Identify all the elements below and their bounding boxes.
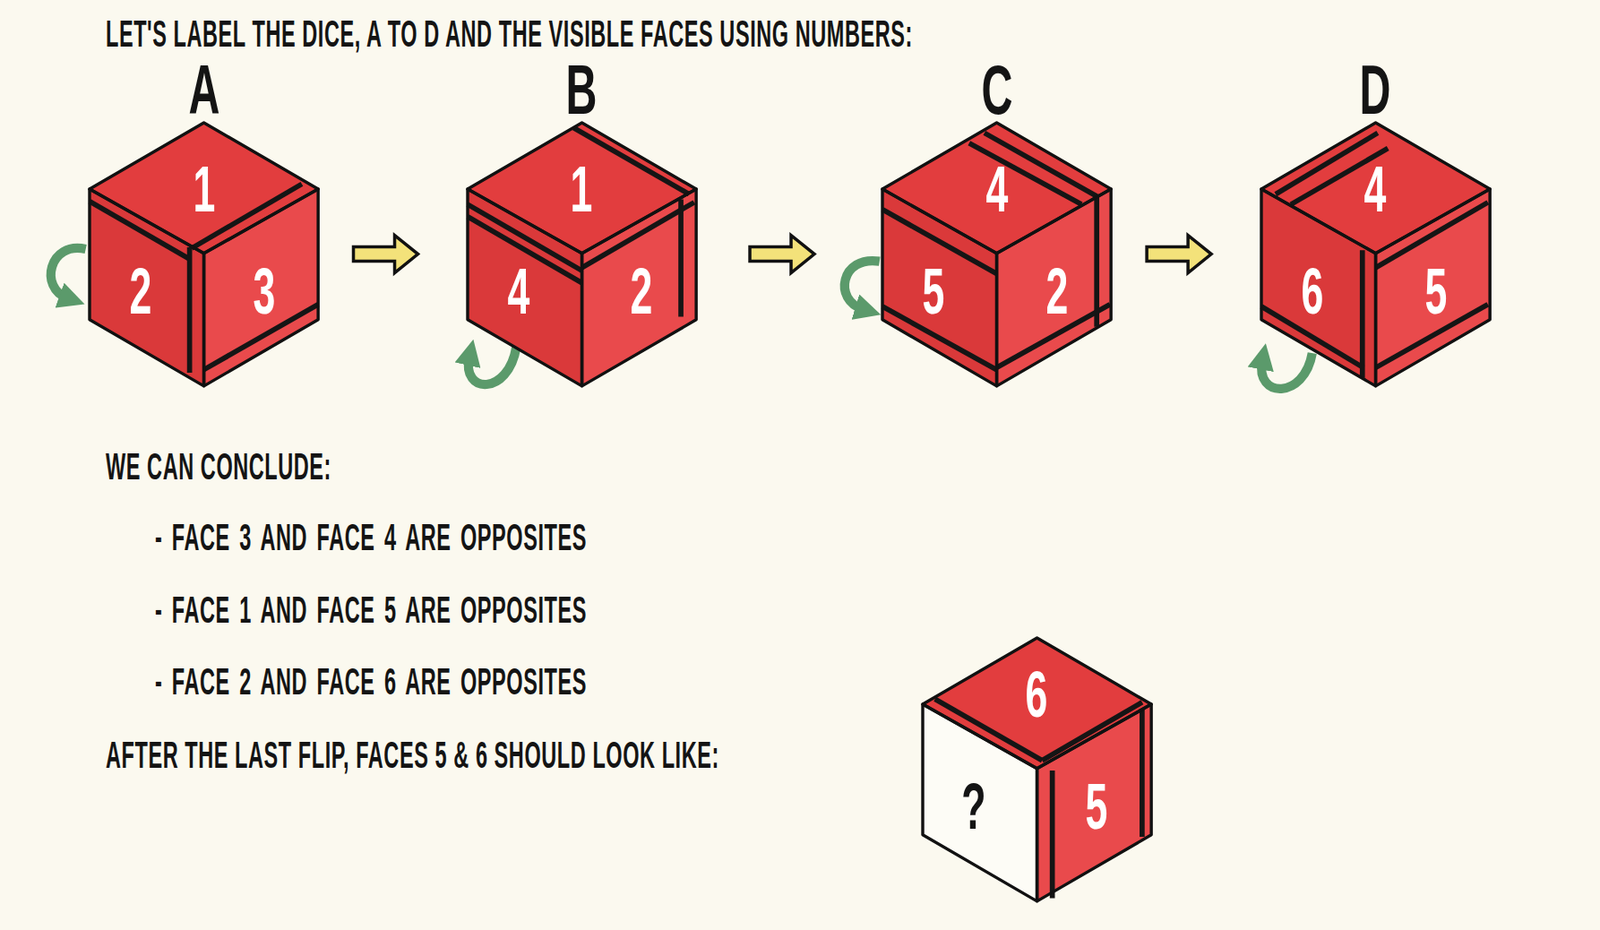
bullet-text: - FACE 1 AND FACE 5 ARE OPPOSITES <box>154 591 587 629</box>
face-number: 1 <box>570 156 594 222</box>
cube-edge <box>89 122 319 254</box>
cube-face <box>204 189 319 387</box>
rotation-arrow <box>1261 352 1313 389</box>
cube-face <box>581 189 697 387</box>
tape-stripe <box>187 247 193 373</box>
flip-arrow <box>353 235 419 274</box>
tape-stripe <box>1041 702 1143 761</box>
die-cube: C 45 2 <box>882 51 1111 387</box>
face-number: 4 <box>507 258 530 324</box>
flip-arrow <box>749 235 815 274</box>
cube-edge <box>89 189 205 387</box>
die-letter: D <box>1359 54 1392 125</box>
cube-edge <box>882 189 998 387</box>
face-number: 4 <box>1364 156 1387 222</box>
face-number: 5 <box>1085 774 1109 839</box>
rotation-arrow <box>468 346 517 385</box>
tape-stripe <box>1094 193 1101 327</box>
face-number: ? <box>961 774 986 839</box>
face-number: 6 <box>1025 662 1049 727</box>
cube-edge <box>997 189 1112 387</box>
bullet-text: - FACE 3 AND FACE 4 ARE OPPOSITES <box>154 518 587 557</box>
face-number: 2 <box>1046 258 1069 324</box>
cube-face <box>1375 189 1490 387</box>
tape-stripe <box>1139 709 1145 837</box>
face-number: 3 <box>253 258 276 324</box>
cube-face <box>89 189 205 387</box>
cube-face <box>882 189 998 387</box>
die-cube: A 12 3 <box>89 51 319 387</box>
cube-edge <box>1261 189 1377 387</box>
tape-stripe <box>678 198 684 317</box>
face-number: 2 <box>630 258 654 324</box>
cube-edge <box>467 189 583 387</box>
cube-edge <box>922 704 1038 902</box>
tape-stripe <box>1049 770 1055 898</box>
rotation-arrow <box>51 248 87 299</box>
cube-edge <box>922 637 1152 769</box>
tape-stripe <box>581 201 694 267</box>
tape-stripe <box>1375 201 1488 267</box>
tape-stripe <box>1359 249 1366 378</box>
die-cube: D 46 5 <box>1261 51 1490 387</box>
flip-arrow <box>1146 235 1212 274</box>
cube-edge <box>882 122 1111 254</box>
die-letter: C <box>980 54 1013 125</box>
die-letter: A <box>188 54 220 125</box>
cube-face <box>1036 704 1152 902</box>
face-number: 6 <box>1300 258 1324 324</box>
cube-face <box>922 704 1038 902</box>
title-text: LET'S LABEL THE DICE, A TO D AND THE VIS… <box>105 15 913 53</box>
face-number: 5 <box>1424 258 1447 324</box>
cube-face <box>467 189 583 387</box>
rotation-arrow <box>844 260 880 310</box>
note-text: WE CAN CONCLUDE: <box>105 447 332 486</box>
tape-stripe <box>89 200 189 259</box>
cube-edge <box>467 122 697 254</box>
die-cube: 6? 5 <box>922 637 1152 902</box>
die-letter: B <box>566 54 598 125</box>
cube-edge <box>1261 122 1490 254</box>
cube-edge <box>1036 704 1152 902</box>
face-number: 4 <box>985 156 1008 222</box>
cube-face <box>997 189 1112 387</box>
note-text: AFTER THE LAST FLIP, FACES 5 & 6 SHOULD … <box>105 736 720 775</box>
face-number: 1 <box>192 156 216 222</box>
cube-edge <box>1375 189 1490 387</box>
die-cube: B 14 2 <box>467 51 697 387</box>
face-number: 2 <box>129 258 153 324</box>
cube-edge <box>204 189 319 387</box>
face-number: 5 <box>922 258 946 324</box>
bullet-text: - FACE 2 AND FACE 6 ARE OPPOSITES <box>154 662 587 701</box>
cube-face <box>1261 189 1377 387</box>
cube-edge <box>581 189 697 387</box>
